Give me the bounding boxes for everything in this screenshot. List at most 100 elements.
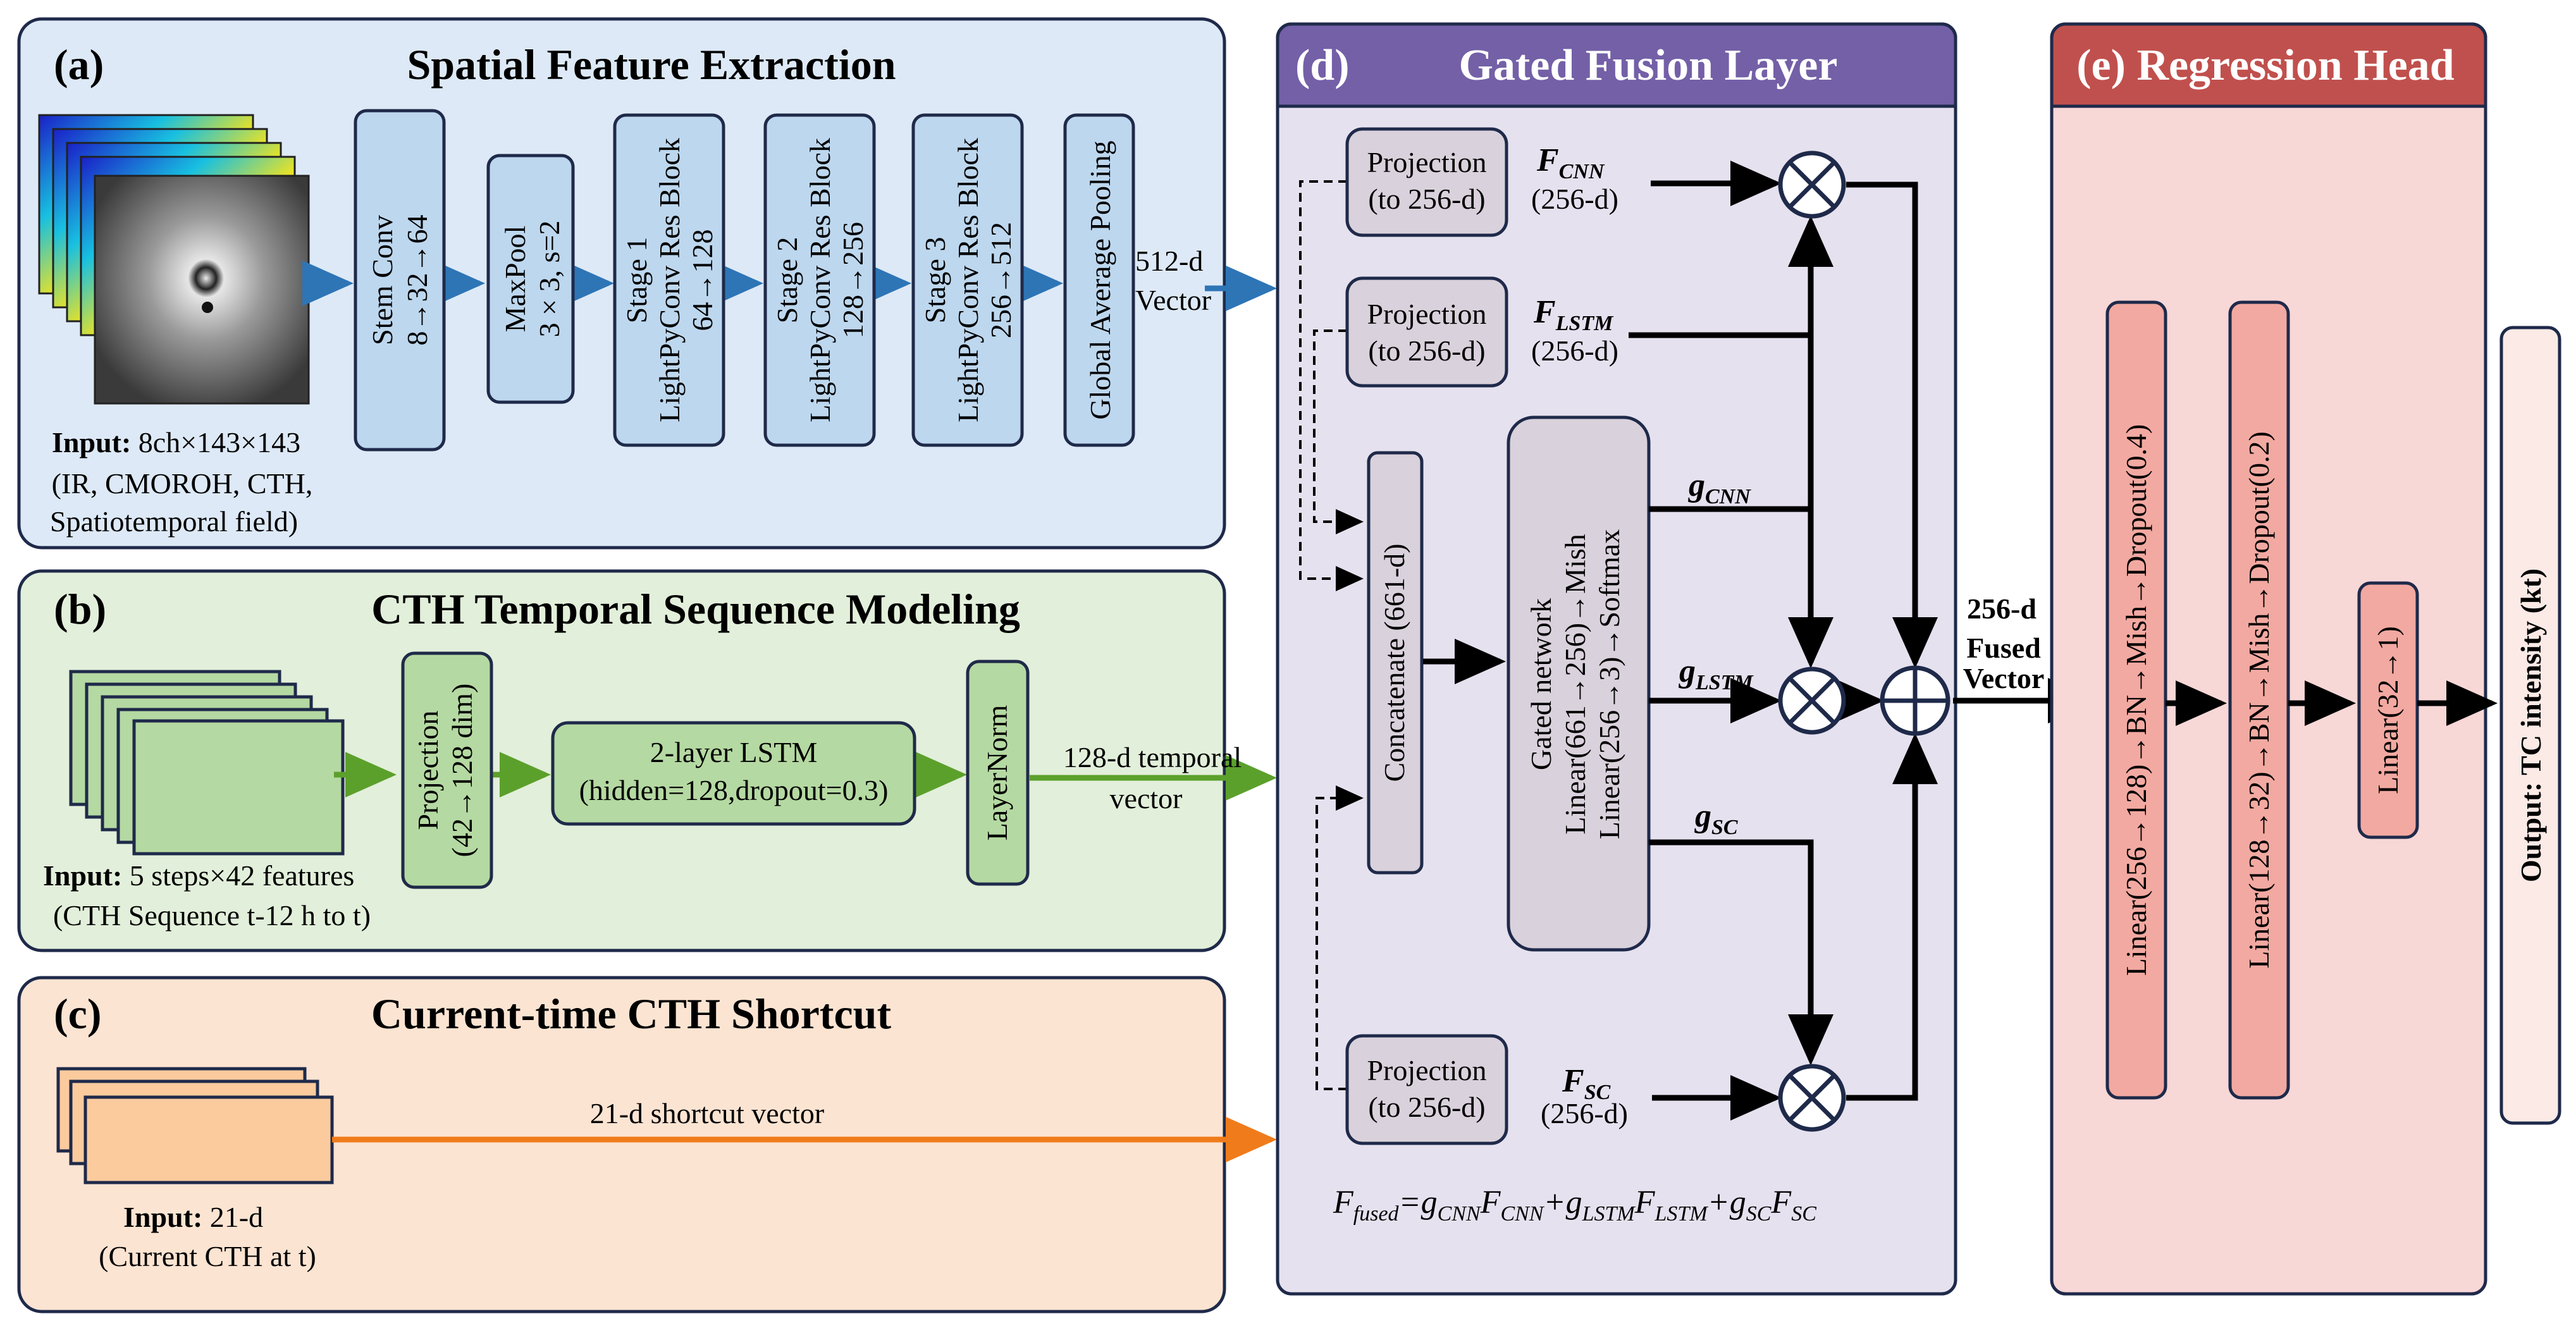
maxpool-params: 3 × 3, s=2: [533, 221, 565, 338]
stage2-dims: 128→256: [837, 222, 869, 338]
panel-a-tag: (a): [54, 40, 104, 89]
f-lstm-dims: (256-d): [1531, 335, 1618, 367]
f-lstm-label: FLSTM: [1533, 294, 1614, 335]
panel-a-input-line1: Input: 8ch×143×143: [52, 426, 300, 458]
regression-layer3-block: [2357, 581, 2419, 839]
stage3-block-type: LightPyConv Res Block: [952, 138, 984, 422]
lstm-label: 2-layer LSTM: [650, 736, 817, 768]
f-sc-dims: (256-d): [1541, 1097, 1628, 1129]
fusion-formula: Ffused=gCNNFCNN+gLSTMFLSTM+gSCFSC: [1333, 1184, 1816, 1226]
shortcut-stack-icon: [56, 1067, 334, 1184]
panel-a-title: Spatial Feature Extraction: [407, 40, 896, 89]
f-cnn-label: FCNN: [1536, 142, 1605, 183]
stage1-block-type: LightPyConv Res Block: [653, 138, 686, 422]
panel-c-input-line1: Input: 21-d: [123, 1201, 263, 1233]
multiply-cnn-icon: [1778, 151, 1846, 219]
panel-a-input-line2: (IR, CMOROH, CTH,: [52, 467, 313, 500]
layernorm-block: [966, 660, 1030, 886]
gated-network-layer1: Linear(661→256)→Mish: [1559, 534, 1591, 834]
panel-c-background: [17, 976, 1226, 1313]
projection-sc-block: [1345, 1034, 1508, 1145]
concatenate-label: Concatenate (661-d): [1378, 544, 1410, 782]
projection-sc-dims: (to 256-d): [1368, 1091, 1485, 1123]
typhoon-ir-image: [94, 175, 310, 405]
projection-lstm-dims: (to 256-d): [1368, 335, 1485, 367]
output-block: [2499, 326, 2561, 1125]
regression-layer1-label: Linear(256→128)→BN→Mish→Dropout(0.4): [2120, 424, 2152, 976]
panel-e-header: [2050, 22, 2487, 108]
panel-b-title: CTH Temporal Sequence Modeling: [371, 585, 1020, 633]
regression-layer1-block: [2105, 300, 2167, 1100]
lstm-output-type: vector: [1110, 782, 1183, 815]
stage1-block: [613, 113, 725, 447]
lstm-output-size: 128-d temporal: [1063, 741, 1242, 773]
projection-dims: (42→128 dim): [446, 684, 478, 858]
maxpool-label: MaxPool: [499, 226, 531, 333]
panel-a-spatial: (a) Spatial Feature Extraction Input: 8c…: [17, 17, 1277, 550]
dashed-feed-lines: [1299, 180, 1364, 1090]
regression-layer2-label: Linear(128→32)→BN→Mish→Dropout(0.2): [2243, 431, 2275, 969]
stage1-label: Stage 1: [620, 237, 653, 324]
multiply-lstm-icon: [1778, 667, 1846, 735]
layernorm-label: LayerNorm: [981, 705, 1013, 841]
projection-sc-label: Projection: [1367, 1054, 1486, 1086]
g-sc-label: gSC: [1694, 798, 1738, 839]
panel-c-shortcut: (c) Current-time CTH Shortcut 21-d short…: [17, 976, 1277, 1313]
lstm-params: (hidden=128,dropout=0.3): [579, 774, 889, 806]
panel-e-title: (e) Regression Head: [2076, 41, 2455, 90]
panel-d-tag: (d): [1295, 41, 1350, 90]
stem-conv-dims: 8→32→64: [401, 215, 433, 346]
stage3-block: [911, 113, 1024, 447]
multiply-sc-icon: [1778, 1064, 1846, 1132]
regression-layer3-label: Linear(32→1): [2372, 626, 2404, 794]
stage2-block-type: LightPyConv Res Block: [804, 138, 836, 422]
panel-b-input-line1: Input: 5 steps×42 features: [43, 859, 354, 892]
fused-label-line2: Vector: [1963, 662, 2045, 694]
panel-e-regression-head: (e) Regression Head Linear(256→128)→BN→M…: [2050, 22, 2561, 1296]
maxpool-block: [486, 154, 575, 404]
panel-d-gated-fusion: (d) Gated Fusion Layer Projection (to 25…: [1276, 22, 2099, 1296]
stage3-label: Stage 3: [919, 237, 951, 324]
panel-b-temporal: (b) CTH Temporal Sequence Modeling Input…: [17, 569, 1277, 952]
panel-b-input-line2: (CTH Sequence t-12 h to t): [53, 899, 371, 931]
concatenate-block: [1367, 451, 1424, 875]
gap-label: Global Average Pooling: [1084, 140, 1116, 419]
panel-c-tag: (c): [54, 990, 101, 1038]
panel-b-tag: (b): [54, 585, 106, 633]
gated-network-layer2: Linear(256→3)→Softmax: [1593, 529, 1625, 840]
g-cnn-label: gCNN: [1688, 467, 1751, 508]
cnn-output-type: Vector: [1135, 284, 1211, 316]
projection-label: Projection: [412, 710, 444, 830]
panel-a-input-line3: Spatiotemporal field): [50, 505, 298, 538]
global-average-pooling-block: [1063, 113, 1135, 447]
stage1-dims: 64→128: [686, 230, 718, 331]
stage2-block: [763, 113, 876, 447]
gated-network-label: Gated network: [1525, 598, 1557, 770]
shortcut-output-label: 21-d shortcut vector: [590, 1097, 824, 1129]
sum-icon: [1880, 665, 1950, 736]
projection-cnn-dims: (to 256-d): [1368, 183, 1485, 215]
panel-c-title: Current-time CTH Shortcut: [371, 990, 892, 1038]
cnn-output-size: 512-d: [1135, 245, 1203, 277]
fused-dim-label: 256-d: [1967, 593, 2037, 625]
stage3-dims: 256→512: [985, 222, 1017, 338]
satellite-image-stack: [38, 114, 310, 405]
projection-cnn-block: [1345, 127, 1508, 237]
panel-c-input-line2: (Current CTH at t): [99, 1240, 316, 1272]
lstm-block: [551, 721, 916, 826]
sequence-stack-icon: [69, 670, 345, 856]
panel-d-header: [1276, 22, 1957, 108]
output-label: Output: TC intensity (kt): [2515, 569, 2547, 882]
regression-layer2-block: [2228, 300, 2290, 1100]
f-cnn-dims: (256-d): [1531, 183, 1618, 215]
gated-network-block: [1507, 415, 1651, 952]
f-sc-label: FSC: [1562, 1063, 1611, 1104]
projection-lstm-label: Projection: [1367, 298, 1486, 330]
projection-block: [401, 651, 493, 889]
stem-conv-label: Stem Conv: [366, 215, 398, 345]
stem-conv-block: [354, 109, 446, 452]
fused-label-line1: Fused: [1966, 632, 2041, 664]
stage2-label: Stage 2: [771, 237, 803, 324]
